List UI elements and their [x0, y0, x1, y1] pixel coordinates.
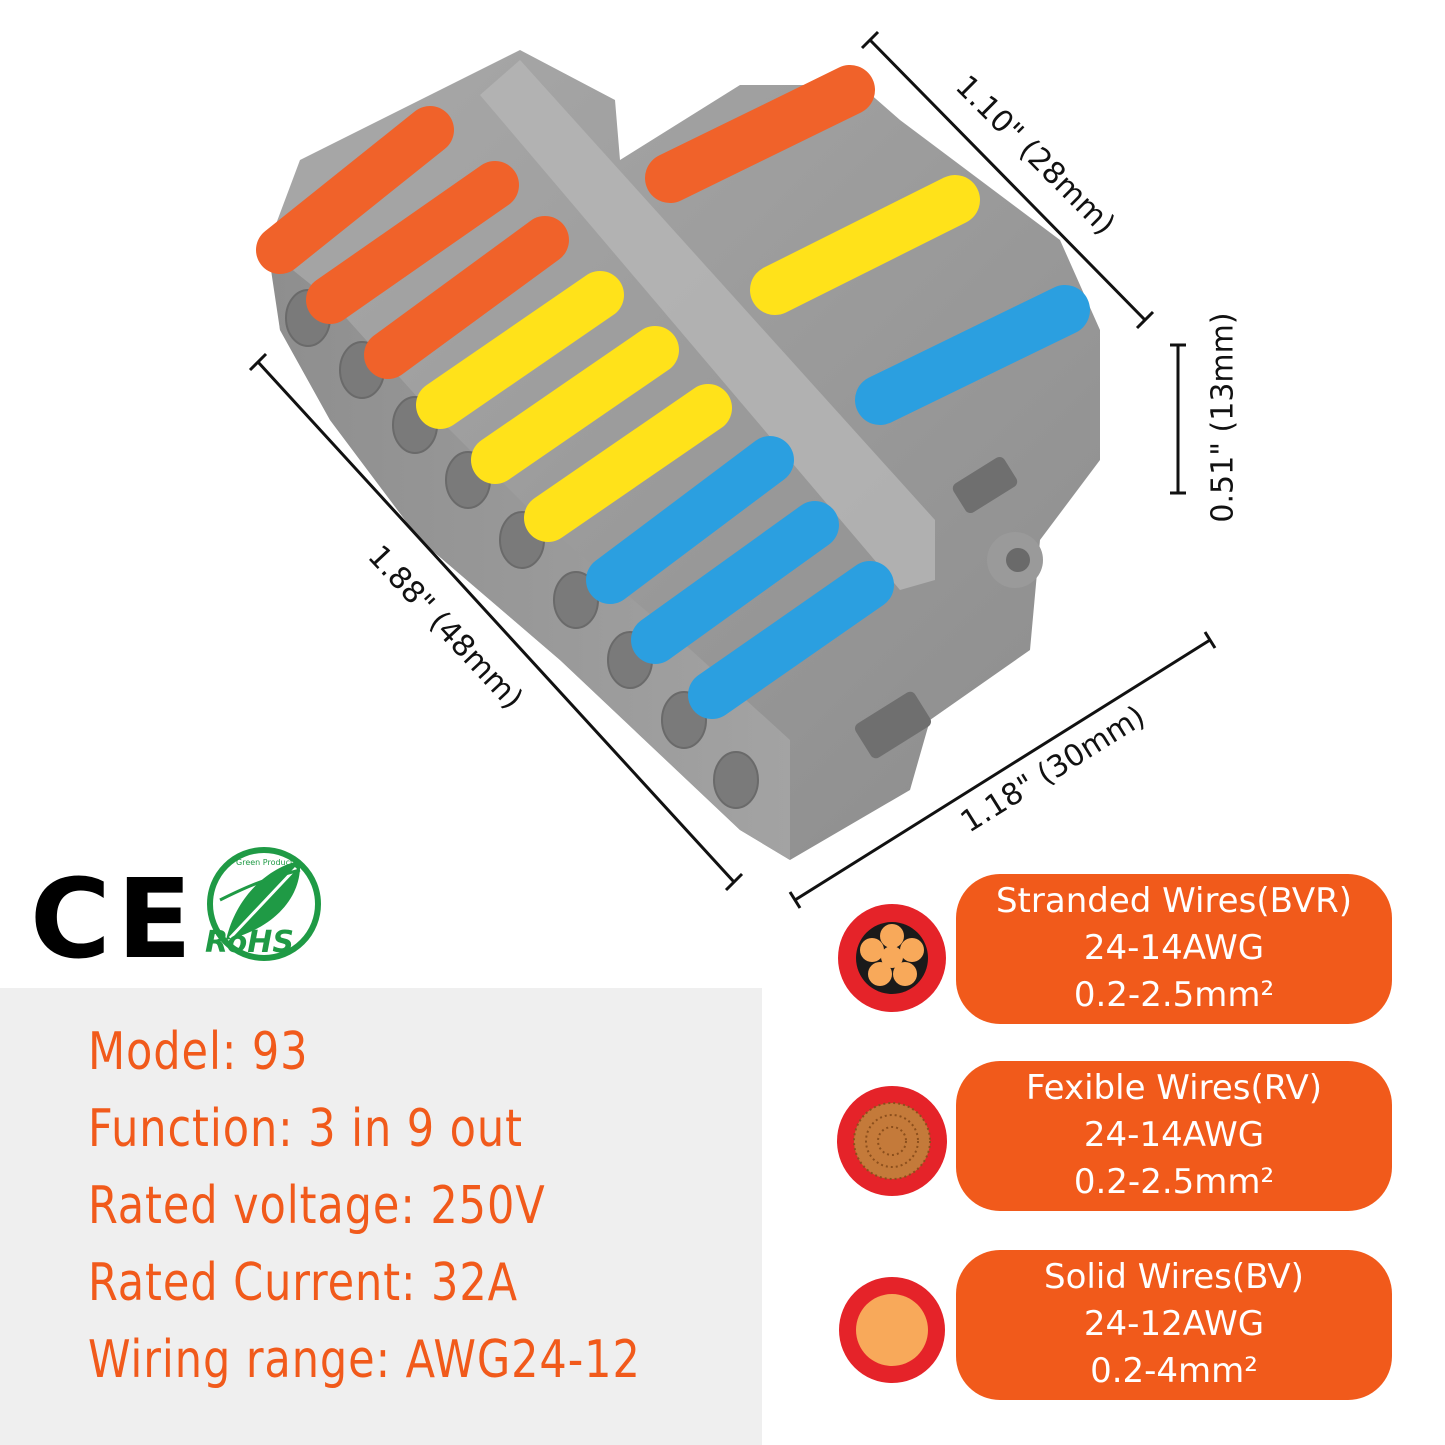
wire-awg: 24-14AWG: [1083, 1115, 1265, 1155]
wire-name: Solid Wires(BV): [1044, 1257, 1304, 1297]
spec-value: 250V: [430, 1176, 546, 1236]
spec-label: Rated Current:: [88, 1253, 417, 1313]
spec-value: 3 in 9 out: [308, 1099, 523, 1159]
stranded-wire-icon: [838, 904, 946, 1012]
wire-area: 0.2-2.5mm²: [1073, 975, 1275, 1015]
wire-card-solid: Solid Wires(BV) 24-12AWG 0.2-4mm²: [956, 1250, 1392, 1400]
release-slot: [952, 456, 1018, 514]
spec-value: 93: [251, 1022, 309, 1082]
dimension-lines: [248, 30, 1217, 909]
divider-bar: [480, 60, 935, 590]
ce-mark: CE: [30, 855, 198, 983]
wire-card-stranded: Stranded Wires(BVR) 24-14AWG 0.2-2.5mm²: [956, 874, 1392, 1024]
dimension-height: 0.51" (13mm): [1205, 312, 1241, 523]
rohs-label: RoHS: [205, 925, 294, 960]
wire-card-flexible: Fexible Wires(RV) 24-14AWG 0.2-2.5mm²: [956, 1061, 1392, 1211]
flexible-wire-icon: [837, 1086, 947, 1196]
spec-label: Function:: [88, 1099, 294, 1159]
spec-model: Model: 93: [88, 1022, 308, 1082]
wire-awg: 24-14AWG: [1083, 928, 1265, 968]
rohs-ring-text: Green Product: [236, 858, 294, 867]
spec-value: 32A: [431, 1253, 518, 1313]
release-slot: [854, 691, 932, 759]
spec-rated-current: Rated Current: 32A: [88, 1253, 518, 1313]
wire-awg: 24-12AWG: [1083, 1304, 1265, 1344]
wire-area: 0.2-4mm²: [1090, 1351, 1258, 1391]
wire-name: Fexible Wires(RV): [1025, 1068, 1323, 1108]
solid-wire-icon: [839, 1277, 945, 1383]
spec-value: AWG24-12: [405, 1330, 641, 1390]
output-levers: [256, 106, 894, 719]
spec-label: Model:: [88, 1022, 238, 1082]
spec-label: Wiring range:: [88, 1330, 392, 1390]
spec-rated-voltage: Rated voltage: 250V: [88, 1176, 546, 1236]
wire-name: Stranded Wires(BVR): [995, 881, 1353, 921]
rohs-logo: [207, 847, 321, 961]
input-levers: [645, 65, 1090, 425]
spec-wiring-range: Wiring range: AWG24-12: [88, 1330, 641, 1390]
spec-panel: [0, 988, 762, 1445]
wire-area: 0.2-2.5mm²: [1073, 1162, 1275, 1202]
mount-hole: [1006, 548, 1030, 572]
spec-function: Function: 3 in 9 out: [88, 1099, 523, 1159]
spec-label: Rated voltage:: [88, 1176, 416, 1236]
